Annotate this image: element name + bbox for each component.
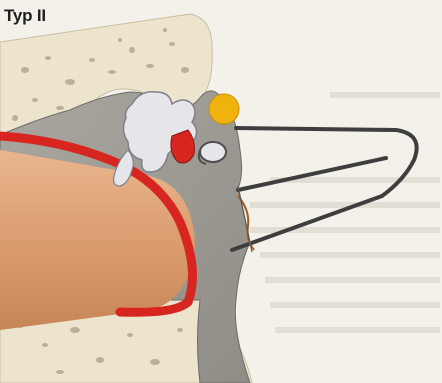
yellow-disc-marker — [209, 94, 239, 124]
red-prosthesis — [171, 130, 195, 163]
figure-title: Typ II — [4, 6, 46, 26]
